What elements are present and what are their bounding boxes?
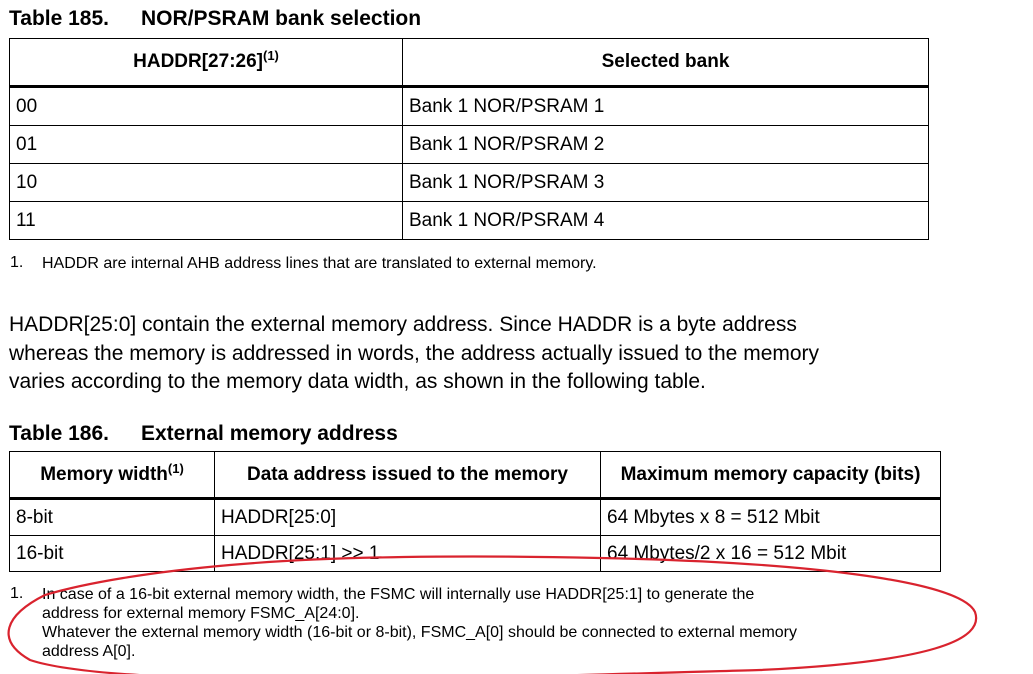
table-cell: 8-bit xyxy=(9,498,215,536)
table-cell: 64 Mbytes/2 x 16 = 512 Mbit xyxy=(600,535,941,572)
table-cell: HADDR[25:1] >> 1 xyxy=(214,535,601,572)
column-header-haddr: HADDR[27:26](1) xyxy=(9,38,403,88)
table-186-footnote: 1. In case of a 16-bit external memory w… xyxy=(0,585,1033,665)
column-header-data-address: Data address issued to the memory xyxy=(214,451,601,500)
table-186: Memory width(1) Data address issued to t… xyxy=(9,451,941,572)
table-cell: 01 xyxy=(9,125,403,164)
footnote-text: In case of a 16-bit external memory widt… xyxy=(42,585,797,661)
column-header-selected-bank: Selected bank xyxy=(402,38,929,88)
table-row: 00 Bank 1 NOR/PSRAM 1 xyxy=(9,86,929,126)
table-row: 01 Bank 1 NOR/PSRAM 2 xyxy=(9,125,929,164)
column-header-memory-width: Memory width(1) xyxy=(9,451,215,500)
column-header-max-capacity: Maximum memory capacity (bits) xyxy=(600,451,941,500)
table-cell: Bank 1 NOR/PSRAM 1 xyxy=(402,86,929,126)
table-cell: 16-bit xyxy=(9,535,215,572)
table-186-title: External memory address xyxy=(141,422,398,445)
table-185: HADDR[27:26](1) Selected bank 00 Bank 1 … xyxy=(9,38,929,240)
table-cell: Bank 1 NOR/PSRAM 2 xyxy=(402,125,929,164)
table-row: 8-bit HADDR[25:0] 64 Mbytes x 8 = 512 Mb… xyxy=(9,498,941,536)
table-cell: 00 xyxy=(9,86,403,126)
paragraph-line: varies according to the memory data widt… xyxy=(9,370,706,393)
footnote-ref: (1) xyxy=(262,48,279,63)
table-185-footnote: 1. HADDR are internal AHB address lines … xyxy=(0,254,1033,276)
table-cell: HADDR[25:0] xyxy=(214,498,601,536)
table-header-row: Memory width(1) Data address issued to t… xyxy=(9,451,941,500)
table-185-number: Table 185. xyxy=(9,7,109,30)
paragraph-line: HADDR[25:0] contain the external memory … xyxy=(9,313,797,336)
table-cell: Bank 1 NOR/PSRAM 3 xyxy=(402,163,929,202)
footnote-line: address A[0]. xyxy=(42,643,136,660)
table-186-number: Table 186. xyxy=(9,422,109,445)
table-cell: 11 xyxy=(9,201,403,240)
paragraph-line: whereas the memory is addressed in words… xyxy=(9,341,820,365)
table-row: 10 Bank 1 NOR/PSRAM 3 xyxy=(9,163,929,202)
table-cell: 10 xyxy=(9,163,403,202)
footnote-number: 1. xyxy=(10,254,24,271)
footnote-line: Whatever the external memory width (16-b… xyxy=(42,624,797,641)
footnote-ref: (1) xyxy=(167,460,184,476)
table-185-caption: Table 185. NOR/PSRAM bank selection xyxy=(9,7,421,31)
table-cell: Bank 1 NOR/PSRAM 4 xyxy=(402,201,929,240)
table-row: 16-bit HADDR[25:1] >> 1 64 Mbytes/2 x 16… xyxy=(9,535,941,572)
table-row: 11 Bank 1 NOR/PSRAM 4 xyxy=(9,201,929,240)
table-header-row: HADDR[27:26](1) Selected bank xyxy=(9,38,929,88)
table-185-title: NOR/PSRAM bank selection xyxy=(141,7,422,30)
footnote-text: HADDR are internal AHB address lines tha… xyxy=(42,255,597,272)
footnote-line: address for external memory FSMC_A[24:0]… xyxy=(42,605,360,622)
body-paragraph: HADDR[25:0] contain the external memory … xyxy=(9,311,1019,397)
table-186-caption: Table 186. External memory address xyxy=(9,422,398,446)
footnote-number: 1. xyxy=(10,585,24,602)
footnote-line: In case of a 16-bit external memory widt… xyxy=(42,586,755,603)
table-cell: 64 Mbytes x 8 = 512 Mbit xyxy=(600,498,941,536)
